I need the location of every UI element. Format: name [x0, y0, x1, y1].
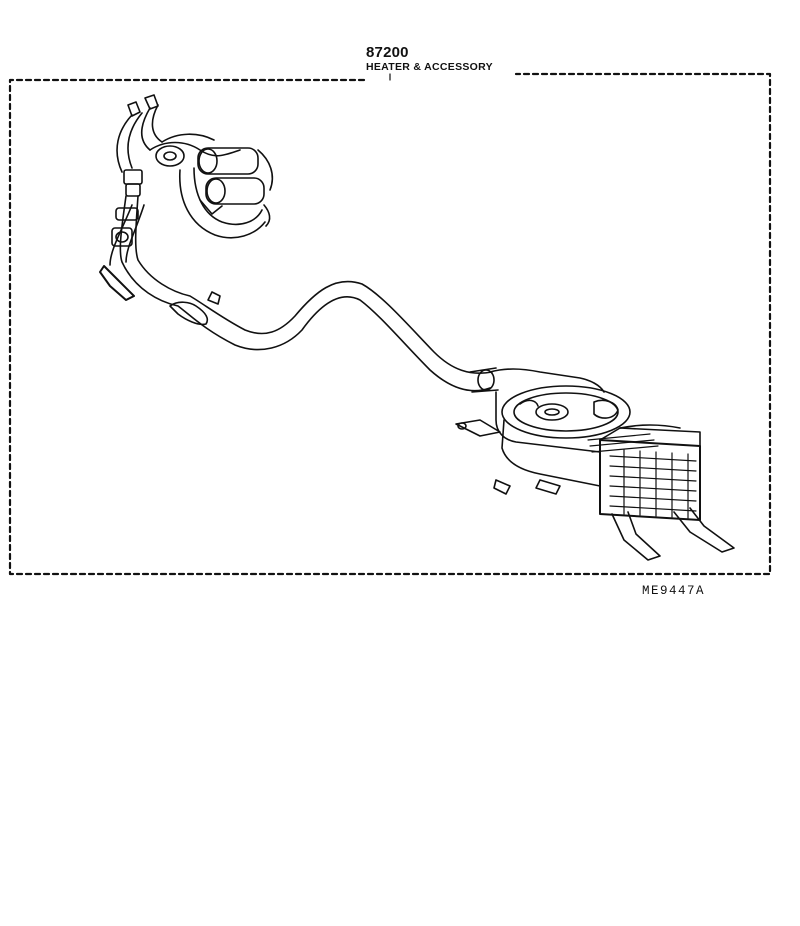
- mounting-brackets: [455, 419, 735, 561]
- vent-grille: [609, 449, 697, 519]
- diagram-code: ME9447A: [642, 584, 706, 598]
- water-valve: [149, 133, 274, 239]
- part-title: HEATER & ACCESSORY: [366, 61, 493, 73]
- louver-slots: [587, 433, 659, 453]
- heater-unit: [489, 368, 701, 521]
- hose-inlet-fittings: [116, 94, 163, 197]
- part-number: 87200: [366, 44, 409, 61]
- group-frame: [8, 72, 772, 576]
- heater-hoses: [99, 195, 499, 393]
